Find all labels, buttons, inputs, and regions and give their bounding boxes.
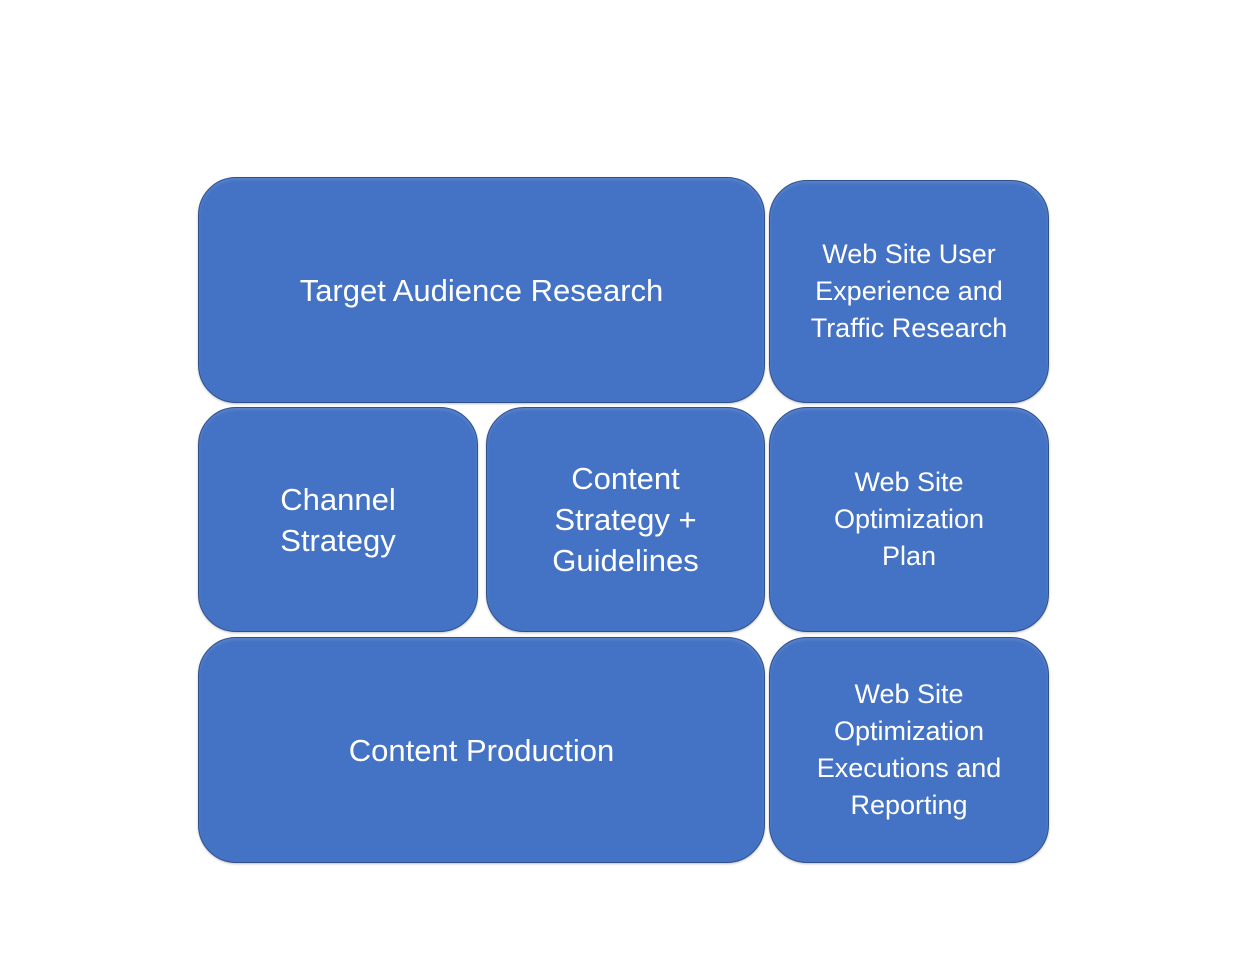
target-audience-research-label: Target Audience Research [299, 272, 664, 308]
content-strategy-guidelines-label: Content Strategy + Guidelines [552, 461, 699, 578]
website-optimization-plan-box: Web Site Optimization Plan [769, 407, 1049, 632]
content-production-box: Content Production [198, 637, 765, 863]
channel-strategy-label: Channel Strategy [280, 481, 396, 558]
channel-strategy-box: Channel Strategy [198, 407, 478, 632]
website-ux-traffic-research-label: Web Site User Experience and Traffic Res… [810, 239, 1008, 343]
website-ux-traffic-research-box: Web Site User Experience and Traffic Res… [769, 180, 1049, 403]
content-production-label: Content Production [348, 732, 615, 768]
website-optimization-executions-box: Web Site Optimization Executions and Rep… [769, 637, 1049, 863]
website-optimization-executions-label: Web Site Optimization Executions and Rep… [816, 679, 1002, 820]
website-optimization-plan-label: Web Site Optimization Plan [833, 467, 985, 571]
content-strategy-guidelines-box: Content Strategy + Guidelines [486, 407, 765, 632]
target-audience-research-box: Target Audience Research [198, 177, 765, 403]
